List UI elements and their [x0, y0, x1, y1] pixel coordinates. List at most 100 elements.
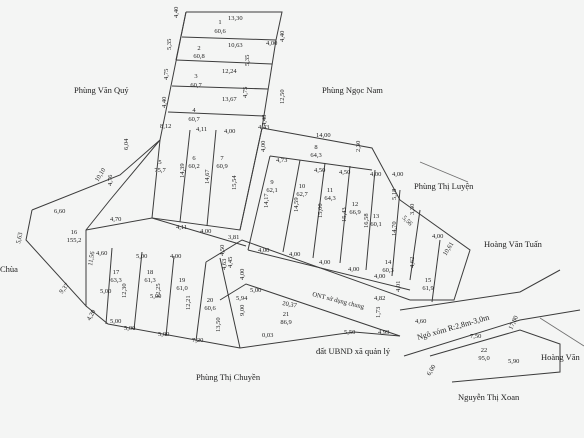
dimension-label: 5,94: [236, 295, 248, 302]
lot-6-area: 60,2: [188, 163, 199, 170]
lane-south: [403, 309, 581, 357]
dimension-label: 14,17: [263, 193, 270, 208]
lot-7-area: 60,9: [216, 163, 227, 170]
dimension-label: 3,81: [228, 234, 239, 241]
dimension-label: 4,00: [392, 171, 403, 178]
lot-12-number: 12: [352, 201, 359, 208]
dimension-label: 4,11: [176, 224, 187, 231]
lot-4-number: 4: [192, 107, 196, 114]
dimension-label: 4,01: [395, 281, 402, 292]
dimension-label: 4,99: [378, 329, 389, 336]
dimension-label: 4,00: [370, 171, 381, 178]
dimension-label: 10,61: [442, 241, 456, 257]
lot-9-area: 62,1: [266, 187, 277, 194]
lot-8-south: [269, 155, 373, 171]
dimension-label: 13,50: [215, 317, 222, 332]
block-8-top: [261, 127, 401, 201]
lot-5-6-divider: [179, 129, 191, 223]
dimension-label: 5,00: [158, 331, 169, 338]
dimension-label: 4,60: [415, 318, 426, 325]
lot-9-number: 9: [270, 179, 273, 186]
owner-hoang-van-cut: Hoàng Văn: [541, 352, 581, 362]
dimension-label: 6,04: [123, 138, 130, 150]
dimension-label: 6,00: [426, 364, 438, 377]
dimension-label: 4,40: [279, 31, 286, 42]
dimension-label: 10,63: [228, 42, 243, 49]
dimension-label: 4,45: [227, 257, 234, 268]
dimension-label: 0,03: [262, 332, 273, 339]
dimension-label: 4,73: [276, 157, 287, 164]
lot-20-area: 60,6: [204, 305, 216, 312]
dimension-label: 1,73: [375, 307, 382, 318]
dimension-label: 4,11: [196, 126, 207, 133]
dimension-label: 4,00: [224, 128, 235, 135]
lot-4-area: 60,7: [188, 116, 200, 123]
dimension-label: 5,00: [110, 318, 121, 325]
dimension-label: 5,00: [136, 253, 147, 260]
parcel-lines: [25, 11, 584, 383]
owner-hoang-van-tuan: Hoàng Văn Tuấn: [484, 239, 543, 249]
dimension-label: 2,30: [355, 141, 362, 152]
van-edge: [539, 317, 584, 347]
dimension-label: 4,00: [348, 266, 359, 273]
dimension-label: 4,00: [200, 228, 211, 235]
lot-7-number: 7: [220, 155, 224, 162]
lot-16-number: 16: [71, 229, 78, 236]
lot-21-number: 21: [283, 311, 290, 318]
dimension-label: 15,43: [341, 207, 348, 222]
lot-15-area: 61,9: [422, 285, 433, 292]
lot-16-north: [31, 139, 161, 211]
lot-10-number: 10: [299, 183, 306, 190]
dimension-label: 5,00: [150, 293, 161, 300]
lot-22-number: 22: [481, 347, 488, 354]
dimension-label: 14,00: [316, 132, 331, 139]
dimension-label: 16,58: [363, 213, 370, 228]
dimension-label: 4,75: [242, 87, 249, 98]
dimension-label: 4,00: [432, 233, 443, 240]
dimension-label: 15,54: [231, 175, 238, 190]
lot-3-area: 60,7: [190, 82, 202, 89]
dimension-label: 5,00: [250, 287, 261, 294]
shared-road-label: ONT sử dụng chung: [312, 291, 366, 311]
dimension-label: 8,12: [160, 123, 171, 130]
dimension-label: 4,20: [86, 309, 98, 322]
dimension-label: 7,50: [470, 333, 481, 340]
dimension-label: 4,00: [239, 269, 246, 280]
shared-road-south: [219, 283, 401, 337]
dimension-label: 4,00: [289, 251, 300, 258]
dimension-label: 13,67: [222, 96, 237, 103]
lot-19-20-divider: [165, 255, 175, 337]
lot-5-number: 5: [158, 159, 161, 166]
lot-11-number: 11: [327, 187, 333, 194]
lot-4-5-divider: [167, 111, 265, 117]
lot-3-4-divider: [171, 85, 269, 90]
lot-16-area: 155,2: [67, 237, 82, 244]
dimension-label: 14,67: [204, 169, 211, 184]
dimension-label: 4,75: [163, 69, 170, 80]
dimension-label: 4,60: [96, 250, 107, 257]
lot-14-15-divider: [431, 239, 441, 303]
lot-16-boundary: [25, 139, 161, 308]
dimension-label: 4,00: [170, 253, 181, 260]
dimension-label: 13,30: [228, 15, 243, 22]
block-8-14-south: [247, 249, 411, 291]
owner-phung-thi-luyen: Phùng Thị Luyện: [414, 181, 474, 191]
lot-1-number: 1: [218, 19, 221, 26]
lot-13-14-divider: [391, 189, 401, 277]
lot-22-area: 95,0: [478, 355, 489, 362]
dimension-label: 17,80: [507, 315, 520, 331]
lot-21-area: 86,9: [280, 319, 291, 326]
lot-20-21-divider: [219, 257, 241, 349]
dimension-label: 4,00: [258, 247, 269, 254]
lot-17-number: 17: [113, 269, 120, 276]
lot-14-area: 60,3: [382, 267, 393, 274]
dimension-label: 14,70: [391, 221, 398, 236]
owner-chua: Chùa: [0, 264, 18, 274]
dimension-label: 4,40: [173, 7, 180, 18]
dimension-label: 7,20: [192, 337, 203, 344]
dimension-label: 12,24: [222, 68, 237, 75]
lot-10-11-divider: [312, 162, 326, 259]
lot-15-number: 15: [425, 277, 432, 284]
dimension-label: 9,00: [239, 305, 246, 316]
